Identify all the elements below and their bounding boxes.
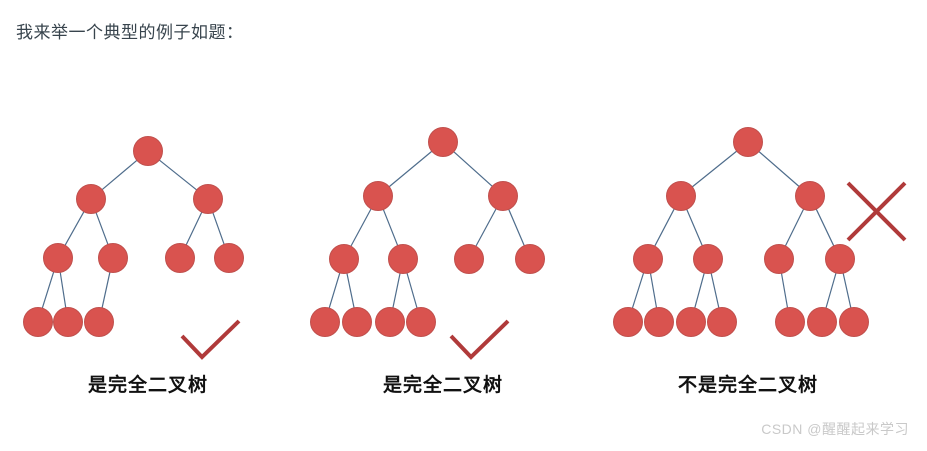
tree-node [310, 307, 340, 337]
tree-edge [631, 271, 645, 310]
tree-node [644, 307, 674, 337]
tree-node [775, 307, 805, 337]
tree-node [165, 243, 195, 273]
tree-node [375, 307, 405, 337]
tree-edge [452, 150, 494, 188]
tree-node [807, 307, 837, 337]
tree-edge [780, 271, 789, 310]
tree-1-caption: 是完全二叉树 [87, 375, 209, 396]
tree-edge [710, 271, 720, 310]
tree-edge [815, 207, 835, 248]
tree-node [53, 307, 83, 337]
tree-3-edges [631, 149, 852, 310]
tree-2-caption: 是完全二叉树 [382, 375, 504, 396]
tree-edge [387, 150, 434, 188]
tree-node [733, 127, 763, 157]
tree-node [795, 181, 825, 211]
tree-node [666, 181, 696, 211]
tree-node [515, 244, 545, 274]
tree-edge [784, 207, 805, 248]
tree-node [428, 127, 458, 157]
tree-edge [507, 207, 526, 248]
tree-edge [382, 207, 399, 248]
tree-node [707, 307, 737, 337]
tree-node [193, 184, 223, 214]
tree-3-nodes [613, 127, 869, 337]
tree-edge [690, 149, 739, 189]
check-mark-icon [180, 319, 241, 360]
tree-node [764, 244, 794, 274]
tree-node [363, 181, 393, 211]
tree-edge [95, 211, 109, 246]
tree-edge [157, 158, 199, 192]
tree-node [23, 307, 53, 337]
tree-2-nodes [310, 127, 545, 337]
tree-edge [101, 270, 111, 310]
tree-node [388, 244, 418, 274]
tree-node [693, 244, 723, 274]
tree-node [839, 307, 869, 337]
tree-node [84, 307, 114, 337]
tree-node [214, 243, 244, 273]
tree-1-nodes [23, 136, 244, 337]
tree-3-caption: 不是完全二叉树 [677, 375, 819, 396]
csdn-watermark: CSDN @醒醒起来学习 [761, 421, 909, 437]
tree-edge [346, 271, 355, 310]
tree-node [76, 184, 106, 214]
tree-edge [474, 207, 498, 248]
page-title: 我来举一个典型的例子如题： [16, 23, 244, 42]
tree-edge [392, 271, 401, 310]
cross-mark-icon [846, 181, 907, 242]
tree-1-edges [41, 158, 226, 310]
tree-edge [693, 271, 706, 310]
tree-edge [757, 150, 801, 188]
tree-1 [23, 136, 244, 360]
tree-edge [649, 271, 658, 310]
tree-2-edges [328, 150, 526, 310]
tree-node [454, 244, 484, 274]
tree-node [825, 244, 855, 274]
tree-node [406, 307, 436, 337]
tree-edge [63, 210, 86, 247]
tree-edge [211, 211, 226, 246]
tree-node [488, 181, 518, 211]
check-mark-icon [449, 319, 510, 360]
tree-edge [825, 271, 837, 310]
tree-node [329, 244, 359, 274]
tree-edge [100, 159, 139, 191]
tree-node [43, 243, 73, 273]
tree-edge [406, 271, 418, 310]
tree-node [342, 307, 372, 337]
tree-node [613, 307, 643, 337]
tree-edge [185, 210, 203, 247]
tree-node [133, 136, 163, 166]
tree-node [633, 244, 663, 274]
tree-node [676, 307, 706, 337]
tree-edge [842, 271, 852, 310]
tree-edge [349, 207, 373, 248]
tree-edge [653, 207, 676, 248]
tree-node [98, 243, 128, 273]
tree-edge [41, 270, 55, 310]
tree-edge [685, 207, 704, 248]
tree-3 [613, 127, 907, 337]
tree-2 [310, 127, 545, 360]
tree-edge [59, 270, 67, 310]
tree-edge [328, 271, 341, 310]
